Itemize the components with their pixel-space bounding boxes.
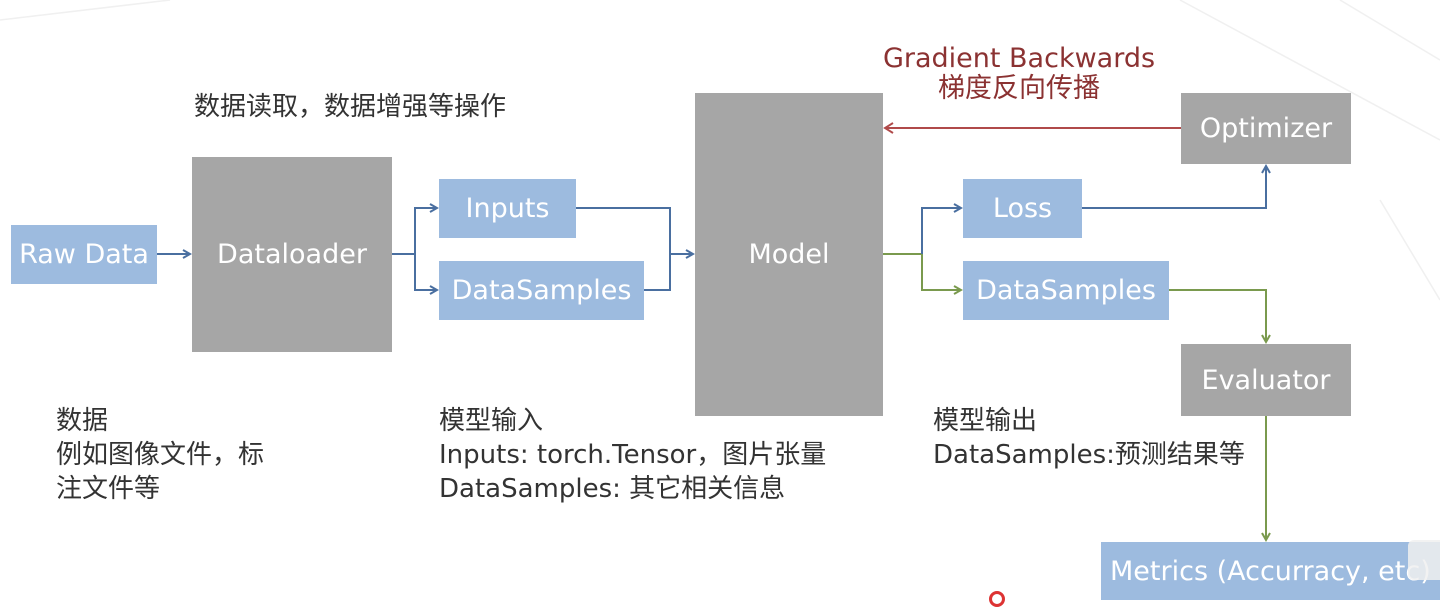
model-to-datasamples-arrow (921, 254, 961, 290)
model-node: Model (695, 93, 883, 416)
player-control-icon[interactable] (1408, 540, 1440, 580)
model-input-note: 模型输入 Inputs: torch.Tensor，图片张量 DataSampl… (439, 404, 826, 506)
dataloader-note: 数据读取，数据增强等操作 (194, 92, 507, 122)
inputs-to-model-arrow (576, 207, 693, 254)
inputs-node: Inputs (439, 179, 576, 238)
datasamples-to-evaluator-arrow (1169, 289, 1266, 342)
model-input-note-line-3: DataSamples: 其它相关信息 (439, 474, 786, 504)
optimizer-node: Optimizer (1181, 93, 1351, 164)
gradient-label-en: Gradient Backwards (882, 43, 1156, 74)
data-note-line-3: 注文件等 (56, 474, 161, 504)
loss-to-optimizer-arrow (1082, 166, 1266, 209)
datasamples-input-node: DataSamples (439, 261, 644, 320)
raw-data-node: Raw Data (11, 225, 157, 284)
dataloader-to-datasamples-arrow (414, 254, 437, 290)
datasamples-to-model-line (644, 254, 671, 291)
model-to-loss-arrow (921, 208, 961, 254)
dataloader-node: Dataloader (192, 157, 392, 352)
recording-indicator-icon (989, 591, 1005, 607)
gradient-label: Gradient Backwards 梯度反向传播 (880, 44, 1158, 104)
loss-node: Loss (963, 179, 1082, 238)
gradient-label-zh: 梯度反向传播 (938, 73, 1100, 104)
model-output-note: 模型输出 DataSamples:预测结果等 (933, 404, 1245, 472)
data-note-line-1: 数据 (56, 406, 109, 436)
model-input-note-line-2: Inputs: torch.Tensor，图片张量 (439, 440, 827, 470)
model-output-note-line-2: DataSamples:预测结果等 (933, 440, 1245, 470)
model-input-note-line-1: 模型输入 (439, 406, 544, 436)
datasamples-output-node: DataSamples (963, 261, 1169, 320)
data-note-line-2: 例如图像文件，标 (56, 440, 265, 470)
model-output-note-line-1: 模型输出 (933, 406, 1038, 436)
evaluator-node: Evaluator (1181, 344, 1351, 416)
data-note: 数据 例如图像文件，标 注文件等 (56, 404, 264, 506)
metrics-node: Metrics (Accurracy, etc) (1101, 542, 1440, 600)
dataloader-to-inputs-arrow (392, 208, 437, 255)
